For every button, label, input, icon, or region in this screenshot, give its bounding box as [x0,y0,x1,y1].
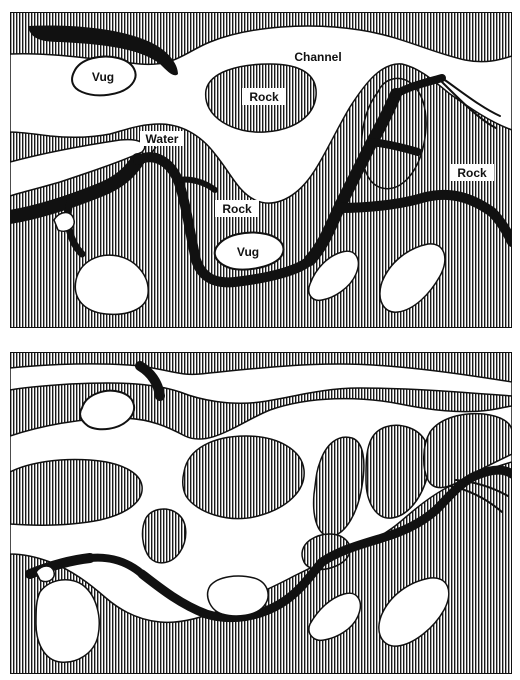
svg-text:Channel: Channel [294,50,341,64]
pore-diagram-top: Vug Channel Rock Water Rock Vug Rock [10,12,512,328]
pore-diagram-top-svg: Vug Channel Rock Water Rock Vug Rock [10,12,512,328]
pore-lower-left-b [36,580,99,663]
pore-diagram-bottom-svg [10,352,512,674]
pore-left [54,213,74,232]
vug-label-2: Vug [237,245,259,259]
svg-text:Water: Water [146,132,179,146]
rock-label-1: Rock [242,88,286,105]
svg-text:Vug: Vug [237,245,259,259]
pore-lower-middle-b [208,576,268,616]
svg-text:Rock: Rock [249,90,279,104]
pore-diagram-bottom [10,352,512,674]
vug-label-1: Vug [92,70,114,84]
svg-text:Rock: Rock [222,202,252,216]
rock-label-3: Rock [450,164,494,181]
svg-text:Vug: Vug [92,70,114,84]
channel-label: Channel [294,50,341,64]
rock-label-2: Rock [215,200,259,217]
svg-text:Rock: Rock [457,166,487,180]
